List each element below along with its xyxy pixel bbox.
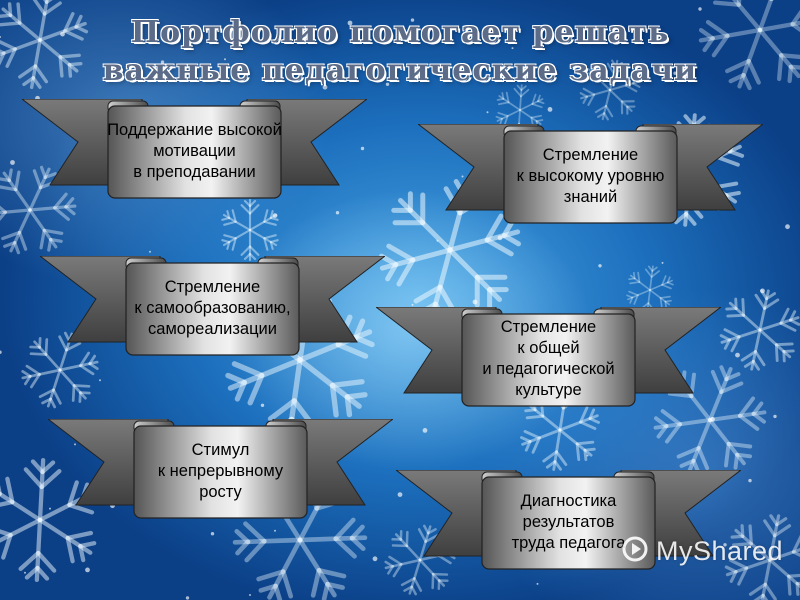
snow-dot: [673, 71, 677, 75]
ribbon-shape: [396, 470, 741, 570]
snowflake-icon: [221, 198, 279, 262]
snow-dot: [74, 443, 76, 446]
snow-dot: [748, 478, 752, 483]
banner-self-education: Стремление к самообразованию, самореализ…: [40, 256, 385, 360]
snow-dot: [785, 224, 790, 230]
banner-label: Диагностика результатов труда педагога: [511, 491, 626, 552]
snow-dot: [461, 175, 464, 178]
snow-dot: [586, 454, 589, 457]
snow-dot: [698, 7, 702, 11]
snow-dot: [472, 299, 478, 305]
snow-dot: [274, 529, 276, 532]
banner-growth-stimulus: Стимул к непрерывному росту: [48, 419, 393, 523]
snow-dot: [224, 58, 226, 61]
snow-dot: [411, 303, 414, 306]
banner-culture: Стремление к общей и педагогической куль…: [376, 307, 721, 411]
snowflake-icon: [719, 289, 800, 371]
snow-dot: [0, 350, 2, 354]
snow-dot: [24, 571, 26, 574]
snow-dot: [272, 213, 278, 219]
ribbon-shape: [418, 124, 763, 224]
ribbon-shape: [376, 307, 721, 407]
snow-dot: [436, 239, 439, 242]
snowflake-icon: [0, 457, 99, 583]
snow-dot: [260, 403, 265, 407]
snow-dot: [486, 111, 489, 114]
snow-dot: [185, 596, 190, 600]
snow-dot: [372, 556, 378, 562]
banner-label: Стремление к самообразованию, самореализ…: [134, 277, 291, 338]
snow-dot: [397, 492, 403, 497]
snow-dot: [710, 416, 715, 422]
banner-motivation: Поддержание высокой мотивации в преподав…: [22, 99, 367, 203]
snow-dot: [335, 211, 340, 215]
watermark: MyShared: [620, 532, 790, 576]
snow-dot: [422, 428, 428, 433]
ribbon-shape: [22, 99, 367, 199]
snow-dot: [149, 250, 151, 253]
snow-dot: [0, 36, 1, 38]
slide-title: Портфолио помогает решать важные педагог…: [0, 14, 800, 90]
snow-dot: [249, 594, 251, 596]
banner-diagnostics: Диагностика результатов труда педагога: [396, 470, 741, 574]
ribbon-shape: [48, 419, 393, 519]
snow-dot: [598, 264, 602, 268]
snow-dot: [773, 414, 777, 419]
snowflake-icon: [579, 59, 641, 121]
snow-dot: [723, 543, 727, 547]
snow-dot: [410, 18, 415, 22]
snow-dot: [385, 82, 390, 87]
banner-label: Стремление к общей и педагогической куль…: [482, 318, 615, 399]
snowflake-icon: [379, 179, 521, 321]
slide-title-line-1: Портфолио помогает решать: [130, 15, 670, 50]
snow-dot: [497, 235, 503, 241]
snow-dot: [60, 31, 65, 37]
snow-dot: [547, 107, 553, 112]
snow-dot: [661, 261, 664, 264]
snowflake-icon: [698, 0, 800, 91]
snow-dot: [10, 160, 15, 165]
snow-dot: [49, 507, 51, 510]
playback-circle-icon: [622, 536, 648, 562]
snow-dot: [511, 47, 514, 50]
banner-label: Поддержание высокой мотивации в преподав…: [107, 120, 282, 181]
ribbon-shape: [40, 256, 385, 356]
banner-knowledge-level: Стремление к высокому уровню знаний: [418, 124, 763, 228]
banner-label: Стимул к непрерывному росту: [157, 440, 284, 501]
snow-dot: [85, 567, 90, 573]
snow-dot: [347, 20, 353, 26]
snowflake-icon: [0, 165, 77, 255]
snow-dot: [360, 146, 365, 151]
banner-label: Стремление к высокому уровню знаний: [516, 145, 665, 206]
watermark-text: MyShared: [656, 536, 784, 566]
snow-dot: [160, 60, 165, 64]
snow-dot: [760, 288, 765, 294]
snow-dot: [210, 532, 215, 536]
snow-dot: [322, 84, 328, 90]
snowflake-icon: [0, 0, 89, 89]
snow-dot: [735, 352, 740, 358]
slide-title-line-2: важные педагогические задачи: [102, 53, 698, 88]
snow-dot: [99, 379, 101, 382]
snow-dot: [536, 582, 539, 585]
